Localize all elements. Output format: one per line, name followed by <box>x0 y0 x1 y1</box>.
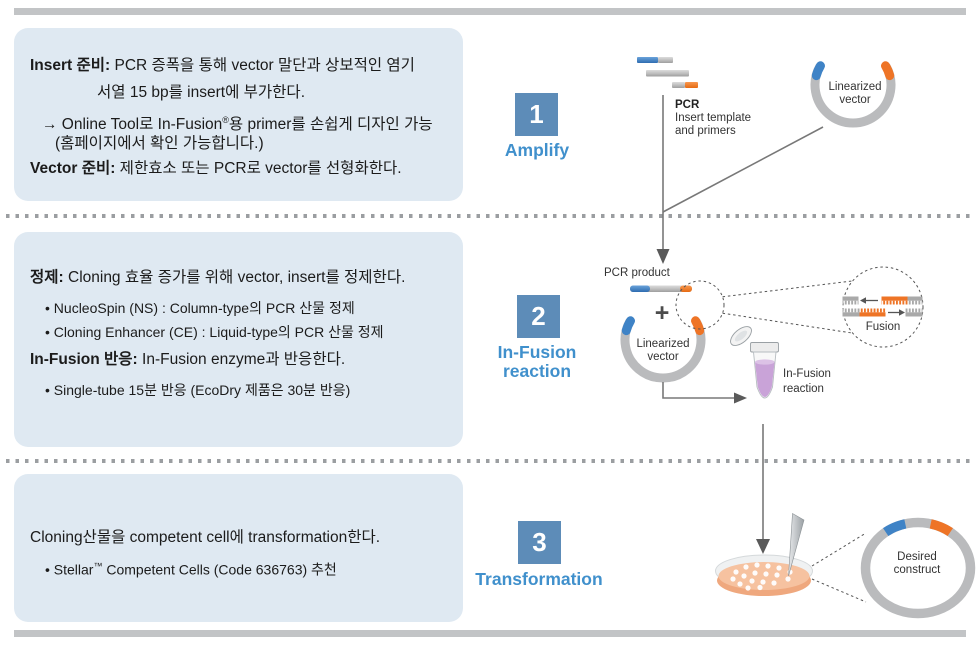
insert-prep-box: Insert 준비: PCR 증폭을 통해 vector 말단과 상보적인 염기… <box>14 28 463 201</box>
homepage-note: (홈페이지에서 확인 가능합니다.) <box>55 135 264 152</box>
linearized-vector-1-label-line2: vector <box>839 94 871 106</box>
transformation-line: Cloning산물을 competent cell에 transformatio… <box>30 529 381 546</box>
infusion-reaction-line: In-Fusion 반응: In-Fusion enzyme과 반응한다. <box>30 351 346 368</box>
linearized-vector-2-label-line2: vector <box>647 351 679 363</box>
pcr-caption-line3: and primers <box>675 125 736 137</box>
step-3-badge: 3 <box>518 521 561 564</box>
linearized-vector-1-label: Linearized vector <box>810 81 900 107</box>
tube-label-line2: reaction <box>783 383 824 395</box>
plate-to-construct-dashes <box>811 532 867 603</box>
stellar-cells-bullet: • Stellar™ Competent Cells (Code 636763)… <box>45 561 337 578</box>
petri-dish-icon <box>715 554 813 596</box>
reaction-tube-icon <box>730 326 779 399</box>
flow-arrow-amplify-to-reaction <box>656 95 824 264</box>
desired-construct-label-line2: construct <box>893 564 941 576</box>
insert-prep-line1: Insert 준비: PCR 증폭을 통해 vector 말단과 상보적인 염기 <box>30 57 415 74</box>
fusion-label: Fusion <box>865 321 901 333</box>
plus-sign: + <box>654 299 670 327</box>
vector-prep-line: Vector 준비: 제한효소 또는 PCR로 vector를 선형화한다. <box>30 160 402 177</box>
flow-arrow-vector-to-tube <box>662 382 747 404</box>
step-3-label: Transformation <box>475 569 603 589</box>
dotted-divider-1 <box>6 214 974 218</box>
dotted-divider-2 <box>6 459 974 463</box>
desired-construct-label-line1: Desired <box>897 551 937 563</box>
single-tube-bullet: • Single-tube 15분 반응 (EcoDry 제품은 30분 반응) <box>45 382 351 398</box>
step-1-badge: 1 <box>515 93 558 136</box>
pcr-caption-line2: Insert template <box>675 112 752 124</box>
tube-label-line1: In-Fusion <box>783 368 831 380</box>
flow-arrow-tube-to-plate <box>756 424 770 554</box>
step-2-badge: 2 <box>517 295 560 338</box>
desired-construct-icon <box>860 517 976 619</box>
online-tool-note: → Online Tool로 In-Fusion®용 primer를 손쉽게 디… <box>42 115 433 134</box>
pcr-product-label: PCR product <box>604 267 670 279</box>
step-2-label-line1: In-Fusion <box>497 342 577 362</box>
bottom-edge-bar <box>14 630 966 637</box>
cloning-enhancer-bullet: • Cloning Enhancer (CE) : Liquid-type의 P… <box>45 324 384 340</box>
linearized-vector-1-icon <box>810 61 896 128</box>
linearized-vector-2-label: Linearized vector <box>618 338 708 364</box>
pcr-caption-title: PCR <box>675 99 700 111</box>
step-1-label: Amplify <box>504 140 570 160</box>
linearized-vector-2-label-line1: Linearized <box>636 338 690 350</box>
primer-bars-icon <box>637 57 698 88</box>
step-2-label-line2: reaction <box>502 361 572 381</box>
magnifier-circle <box>675 266 924 348</box>
pcr-caption: PCR Insert template and primers <box>675 99 751 138</box>
transformation-box: Cloning산물을 competent cell에 transformatio… <box>14 474 463 622</box>
desired-construct-label: Desired construct <box>867 551 967 577</box>
pcr-product-icon <box>630 285 692 292</box>
fusion-detail-icon <box>842 296 923 317</box>
purify-line: 정제: Cloning 효율 증가를 위해 vector, insert를 정제… <box>30 269 406 286</box>
infusion-reaction-tube-label: In-Fusion reaction <box>783 367 831 397</box>
linearized-vector-2-icon <box>620 316 706 383</box>
pipette-icon <box>788 513 805 577</box>
insert-prep-line2: 서열 15 bp를 insert에 부가한다. <box>97 84 305 101</box>
linearized-vector-1-label-line1: Linearized <box>828 81 882 93</box>
top-edge-bar <box>14 8 966 15</box>
purify-infusion-box: 정제: Cloning 효율 증가를 위해 vector, insert를 정제… <box>14 232 463 447</box>
nucleospin-bullet: • NucleoSpin (NS) : Column-type의 PCR 산물 … <box>45 300 355 316</box>
step-2-label: In-Fusion reaction <box>457 343 617 381</box>
